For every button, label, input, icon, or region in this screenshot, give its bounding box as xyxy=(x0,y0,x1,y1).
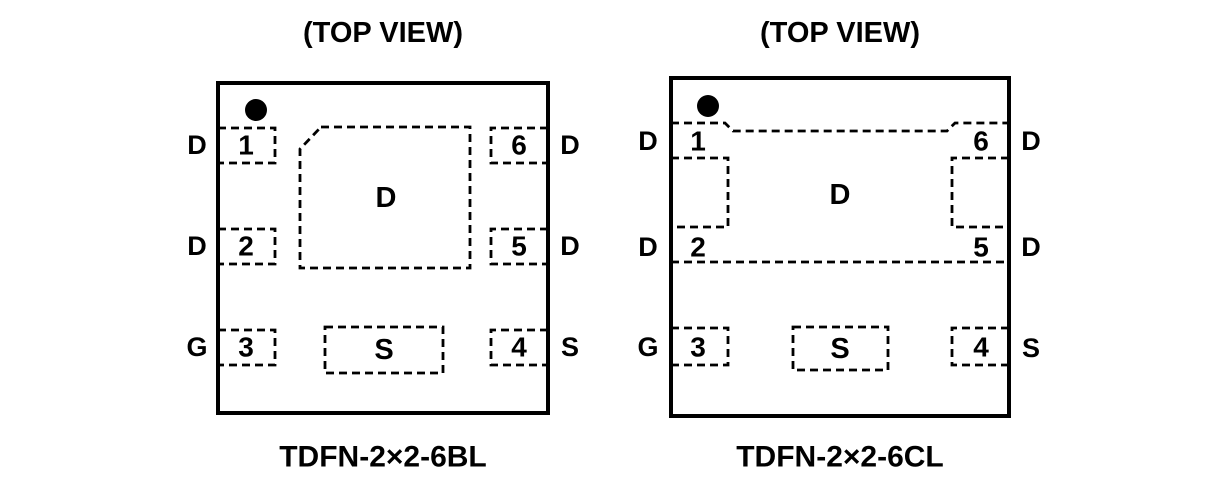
top-view-title: (TOP VIEW) xyxy=(303,17,463,49)
pin3-number: 3 xyxy=(690,332,706,363)
pin3-number: 3 xyxy=(238,332,254,363)
source-pad xyxy=(323,325,445,375)
pin2-signal-label: D xyxy=(638,232,658,262)
pin4-number: 4 xyxy=(973,332,989,363)
pin4-number: 4 xyxy=(511,332,527,363)
drain-pad-label: D xyxy=(376,182,397,214)
pin6-signal-label: D xyxy=(1021,126,1041,156)
pin1-pad xyxy=(218,126,277,165)
pin5-signal-label: D xyxy=(560,231,580,261)
drain-region-left-notch xyxy=(671,156,730,229)
pin3-signal-label: G xyxy=(186,332,207,362)
pin2-signal-label: D xyxy=(187,231,207,261)
source-pad-label: S xyxy=(830,333,849,365)
source-pad xyxy=(791,325,890,372)
drain-region-right-notch xyxy=(950,156,1009,229)
drain-region-top-boundary xyxy=(671,121,1009,133)
pin1-number: 1 xyxy=(238,130,254,161)
pin4-pad xyxy=(950,326,1009,367)
diagram-tdfn-2x2-6bl: (TOP VIEW) 1 2 3 6 5 4 D D xyxy=(186,17,579,474)
pin2-number: 2 xyxy=(690,232,706,263)
drain-thermal-pad xyxy=(298,125,472,270)
pin1-signal-label: D xyxy=(187,130,207,160)
pin6-number: 6 xyxy=(511,130,527,161)
pin6-signal-label: D xyxy=(560,130,580,160)
pin6-number: 6 xyxy=(973,126,989,157)
pin2-number: 2 xyxy=(238,231,254,262)
pin1-number: 1 xyxy=(690,126,706,157)
source-pad-label: S xyxy=(374,334,393,366)
drain-pad-label: D xyxy=(830,179,851,211)
pin5-number: 5 xyxy=(973,232,989,263)
package-caption: TDFN-2×2-6CL xyxy=(736,441,944,474)
pin4-pad xyxy=(489,328,548,367)
package-caption: TDFN-2×2-6BL xyxy=(279,441,487,474)
pin4-signal-label: S xyxy=(1022,333,1040,363)
top-view-title: (TOP VIEW) xyxy=(760,17,920,49)
pin4-signal-label: S xyxy=(561,332,579,362)
diagram-tdfn-2x2-6cl: (TOP VIEW) 1 2 3 6 5 4 D D G D D xyxy=(637,17,1040,474)
pin1-indicator-dot xyxy=(245,99,267,121)
pin5-signal-label: D xyxy=(1021,232,1041,262)
package-outline xyxy=(216,81,550,415)
pin3-signal-label: G xyxy=(637,332,658,362)
pin3-pad xyxy=(671,326,730,367)
pin5-pad xyxy=(489,227,548,266)
pin6-pad xyxy=(489,126,548,165)
package-outline xyxy=(669,76,1011,418)
pin3-pad xyxy=(218,328,277,367)
pin5-number: 5 xyxy=(511,231,527,262)
pin1-indicator-dot xyxy=(697,95,719,117)
pin2-pad xyxy=(218,227,277,266)
pin1-signal-label: D xyxy=(638,126,658,156)
